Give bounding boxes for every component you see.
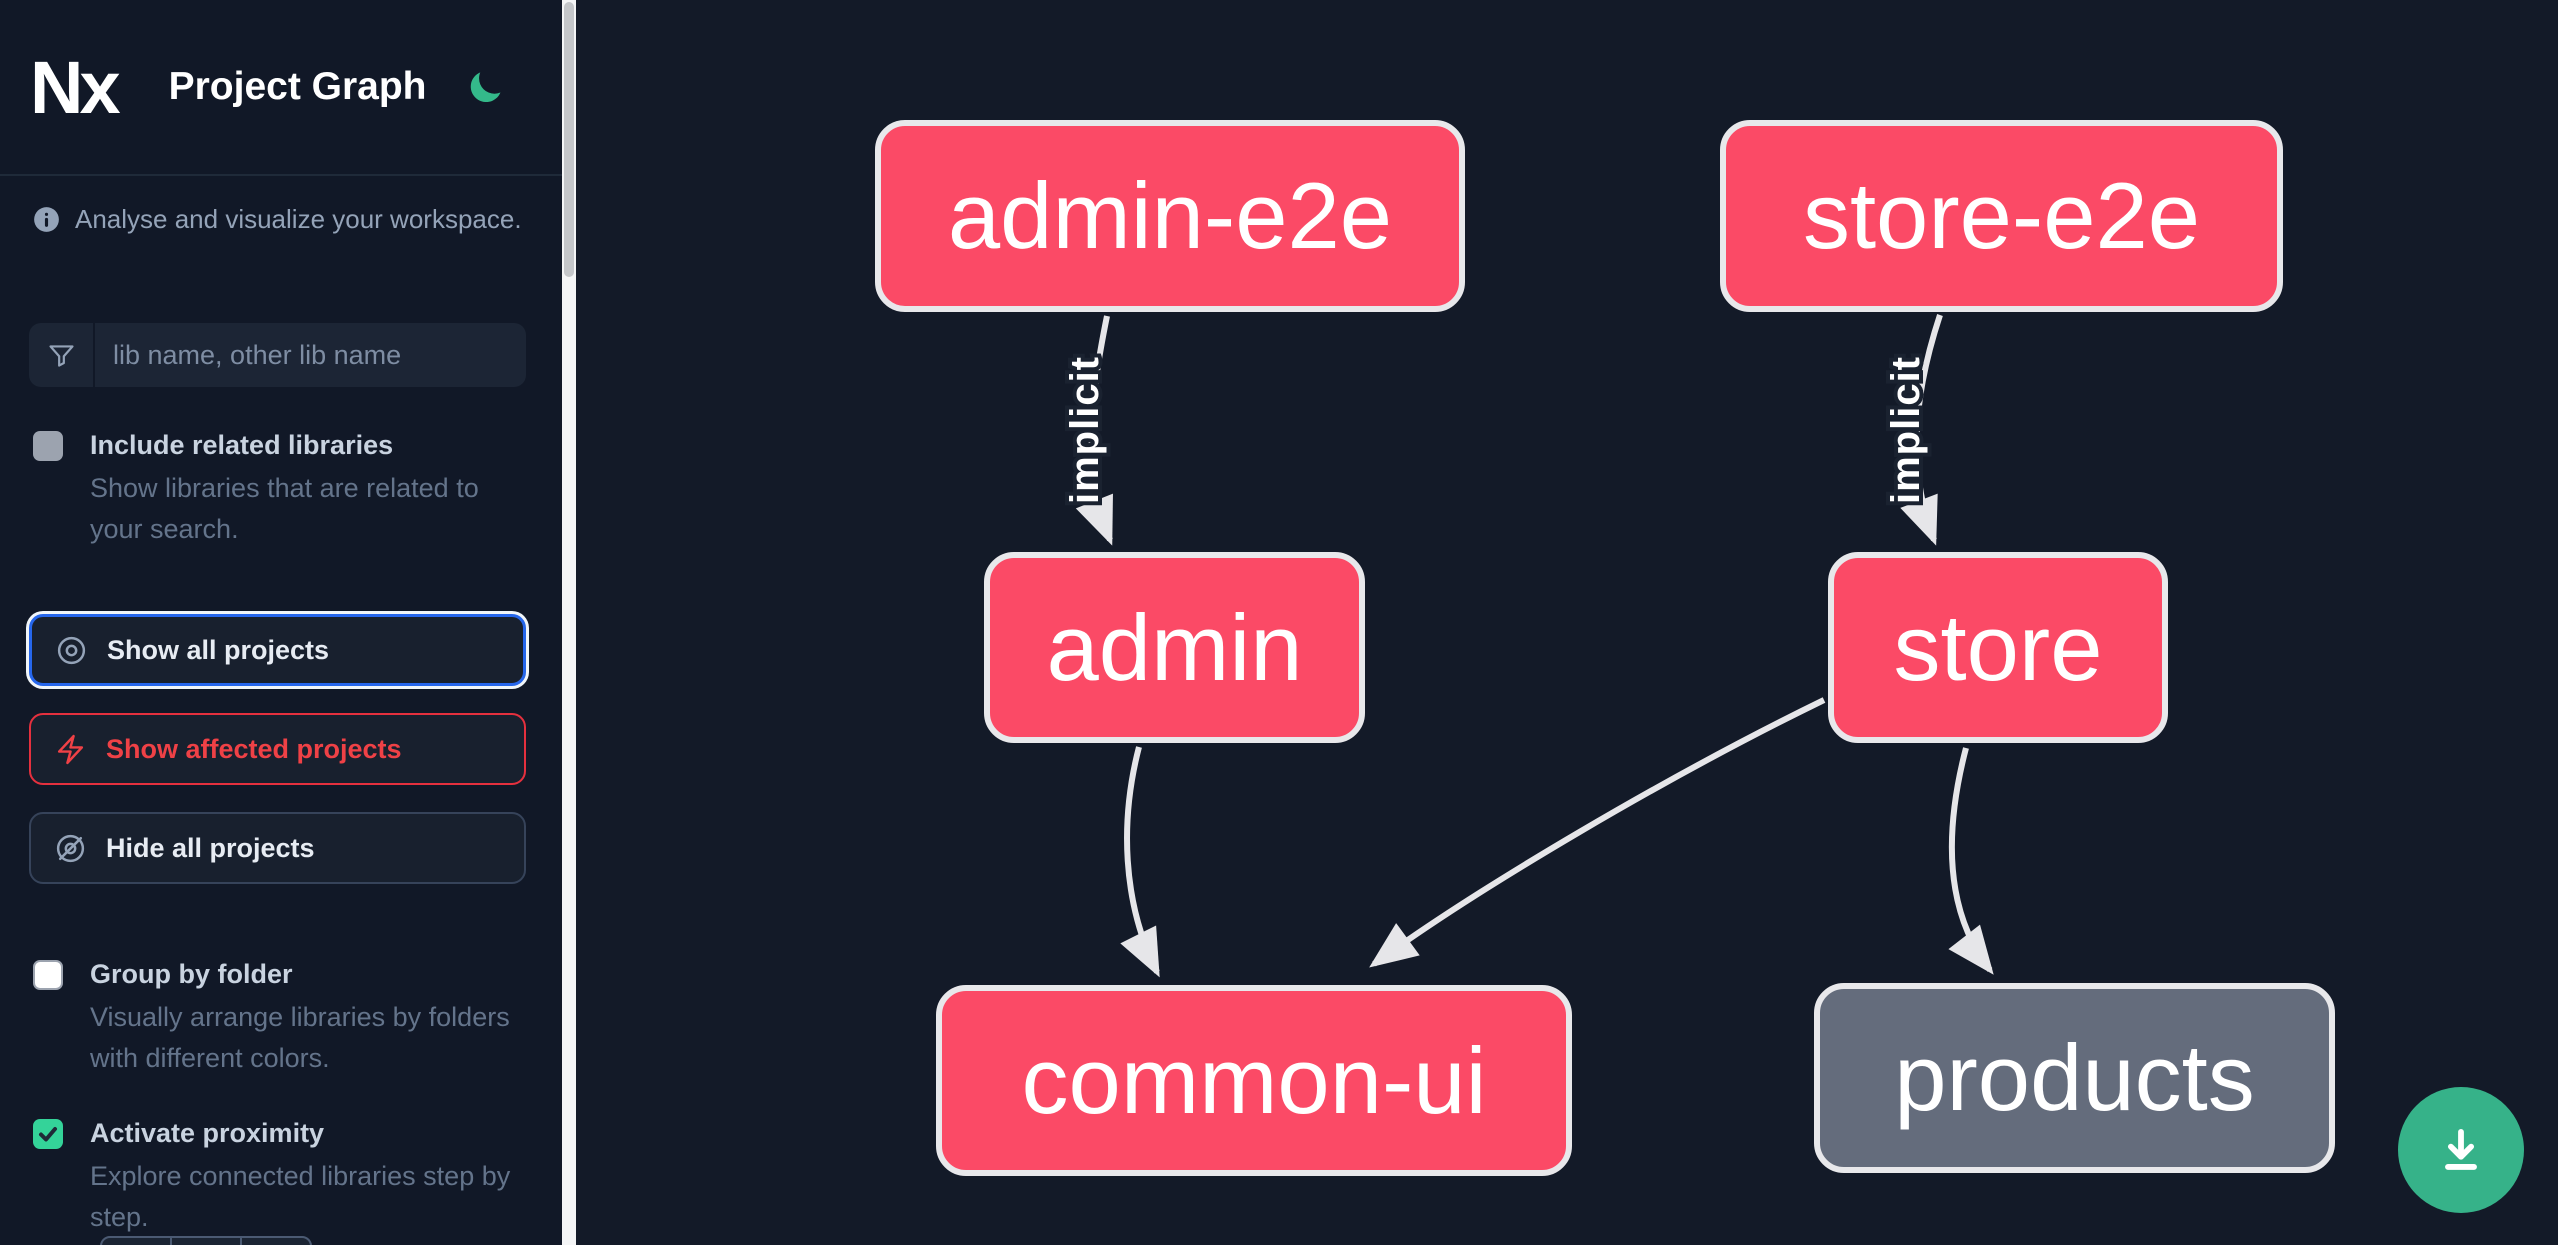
edge-store-to-common-ui[interactable] [1369, 697, 1826, 968]
option-activate-proximity: Activate proximity Explore connected lib… [33, 1115, 526, 1238]
edge-label-implicit: implicit [1884, 356, 1928, 504]
edge-store-e2e-to-store[interactable] [1900, 314, 1943, 546]
moon-icon [466, 68, 504, 106]
bolt-icon [54, 733, 87, 766]
show-affected-projects-button[interactable]: Show affected projects [29, 713, 526, 785]
button-label: Show all projects [107, 634, 330, 665]
node-common-ui[interactable]: common-ui [936, 985, 1572, 1176]
option-description: Show libraries that are related to your … [90, 473, 479, 544]
option-description: Visually arrange libraries by folders wi… [90, 1002, 510, 1073]
search-box [29, 323, 526, 387]
option-group-by-folder: Group by folder Visually arrange librari… [33, 956, 526, 1079]
checkbox-include-related-libraries[interactable] [33, 431, 63, 461]
node-products[interactable]: products [1814, 983, 2335, 1173]
depth-increment[interactable] [240, 1238, 310, 1245]
sidebar: Nx Project Graph Analyse and visualize y… [0, 0, 562, 1245]
button-label: Hide all projects [106, 832, 315, 863]
checkbox-activate-proximity[interactable] [33, 1119, 63, 1149]
node-admin[interactable]: admin [984, 552, 1365, 743]
option-label: Group by folder [90, 959, 293, 989]
edge-store-to-products[interactable] [1948, 747, 1994, 975]
circle-dot-icon [55, 634, 88, 667]
nx-logo: Nx [30, 45, 121, 129]
edge-label-implicit: implicit [1063, 356, 1107, 504]
sidebar-header: Nx Project Graph [0, 0, 562, 176]
funnel-icon [29, 323, 95, 387]
option-description: Explore connected libraries step by step… [90, 1161, 511, 1232]
download-image-button[interactable] [2398, 1087, 2524, 1213]
search-input[interactable] [95, 323, 526, 387]
circle-dot-slash-icon [54, 832, 87, 865]
show-all-projects-button[interactable]: Show all projects [29, 614, 526, 686]
depth-value [170, 1238, 240, 1245]
edge-admin-e2e-to-admin[interactable] [1075, 315, 1113, 546]
theme-toggle-button[interactable] [466, 68, 504, 106]
option-include-related-libraries: Include related libraries Show libraries… [33, 427, 526, 550]
download-icon [2432, 1121, 2490, 1179]
checkbox-group-by-folder[interactable] [33, 960, 63, 990]
scrollbar-thumb[interactable] [564, 2, 574, 277]
node-store[interactable]: store [1828, 552, 2168, 743]
check-icon [36, 1122, 60, 1146]
page-title: Project Graph [168, 65, 427, 108]
option-label: Include related libraries [90, 430, 394, 460]
info-text: Analyse and visualize your workspace. [75, 204, 522, 234]
button-label: Show affected projects [106, 733, 402, 764]
option-label: Activate proximity [90, 1118, 325, 1148]
node-store-e2e[interactable]: store-e2e [1720, 120, 2283, 312]
depth-decrement[interactable] [102, 1238, 170, 1245]
proximity-depth-control[interactable] [100, 1236, 312, 1245]
sidebar-scrollbar [562, 0, 576, 1245]
info-icon [33, 206, 60, 233]
node-admin-e2e[interactable]: admin-e2e [875, 120, 1465, 312]
edge-admin-to-common-ui[interactable] [1120, 746, 1160, 978]
hide-all-projects-button[interactable]: Hide all projects [29, 812, 526, 884]
workspace-info: Analyse and visualize your workspace. [33, 204, 562, 235]
